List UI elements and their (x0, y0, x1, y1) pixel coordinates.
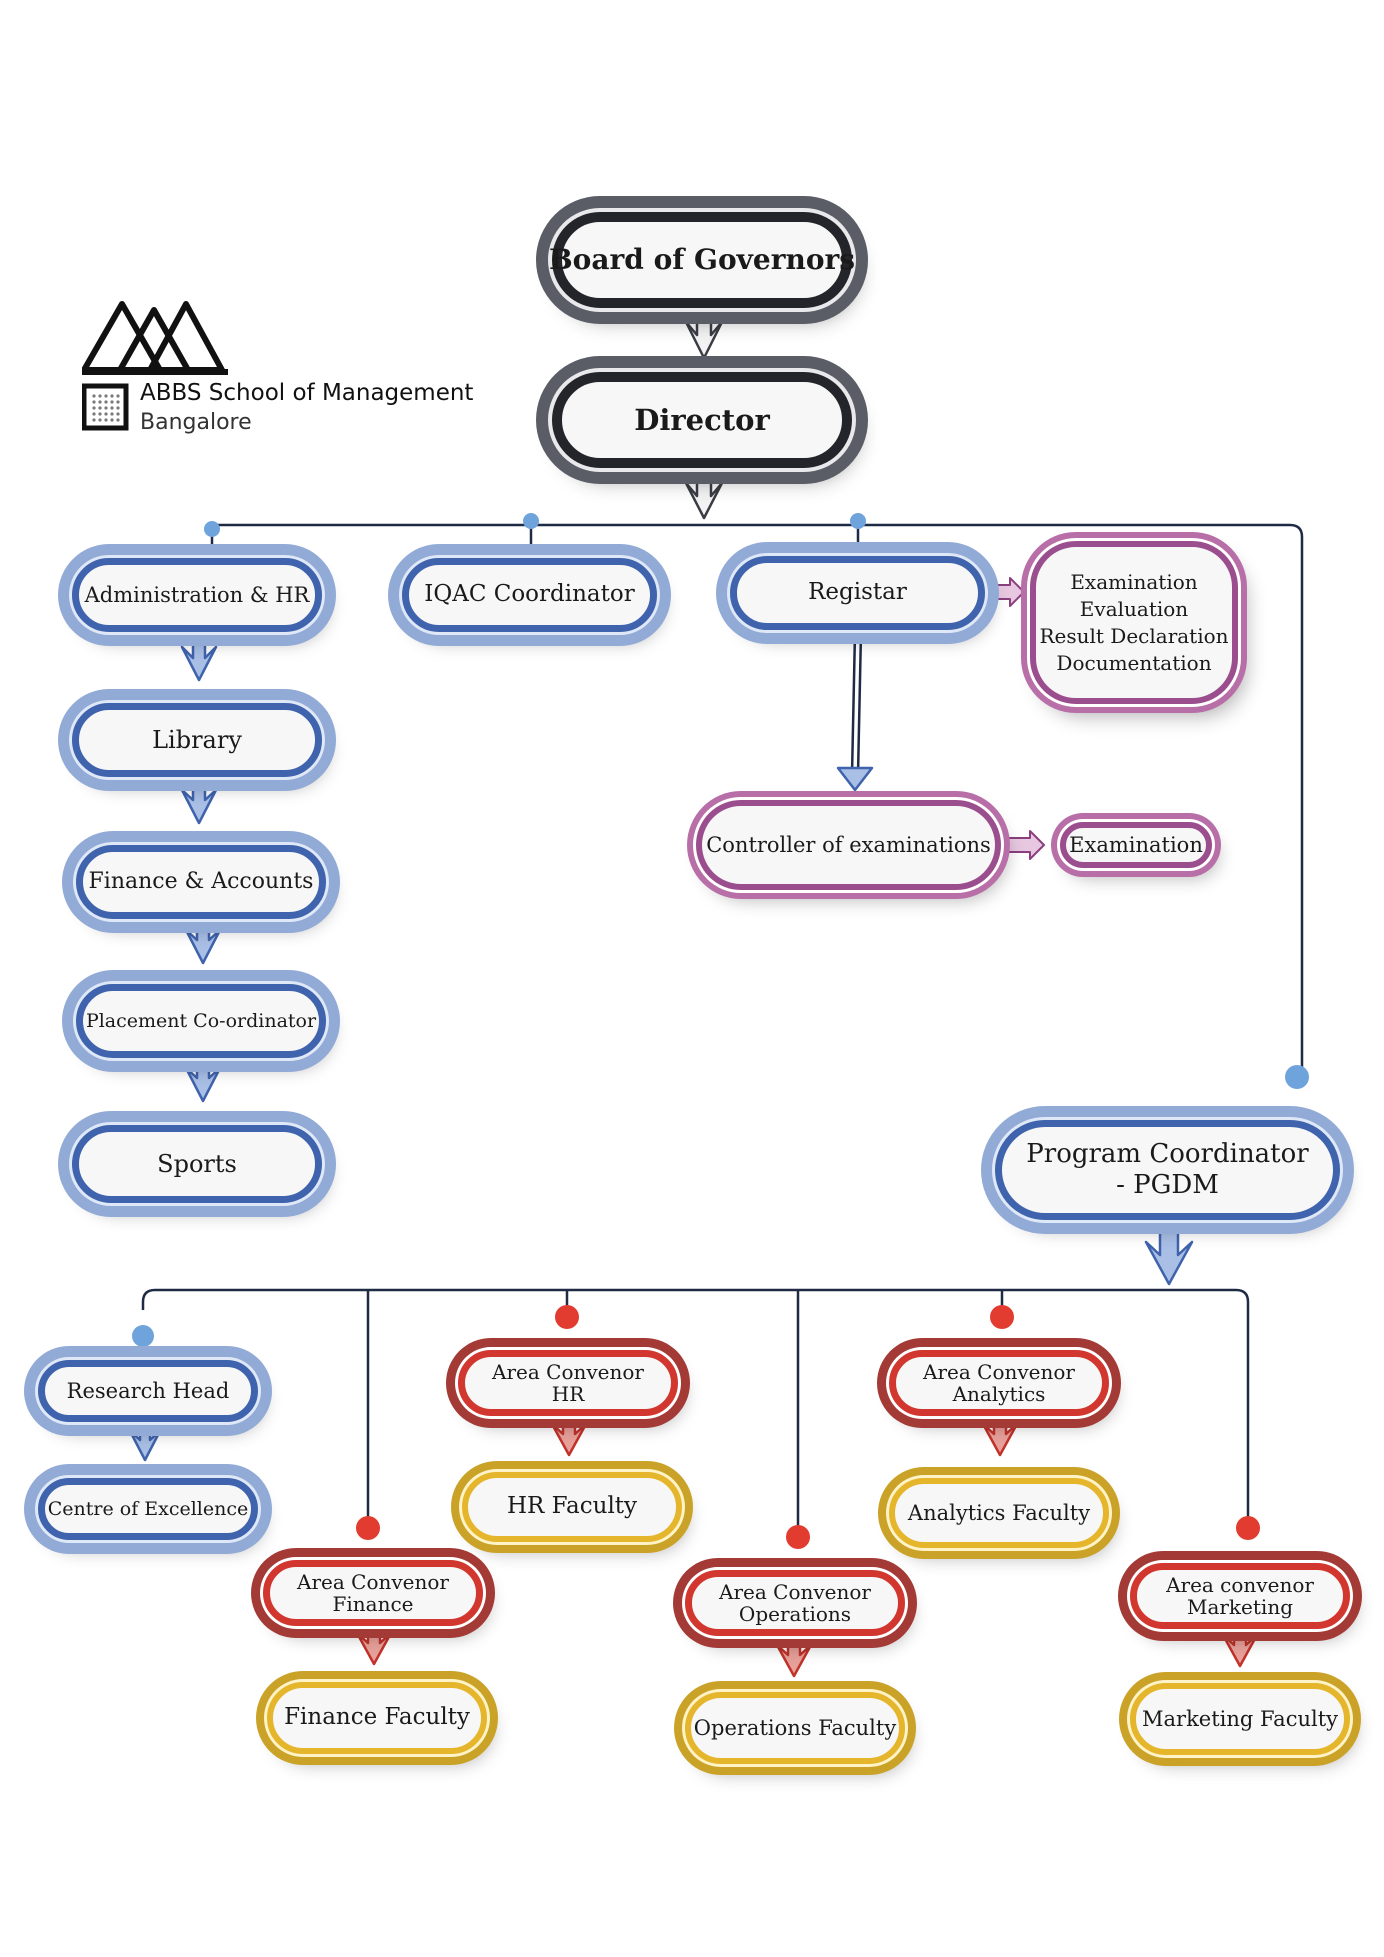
arrow-down-icon (355, 1620, 393, 1666)
node-hr-faculty: HR Faculty (462, 1472, 682, 1542)
node-label: Finance Faculty (284, 1704, 470, 1731)
connector-dots (132, 513, 1309, 1549)
node-board-of-governors: Board of Governors (549, 212, 856, 308)
node-program-coordinator-pgdm: Program Coordinator - PGDM (995, 1120, 1340, 1220)
node-examination: Examination (1060, 822, 1212, 868)
node-label: Placement Co-ordinator (85, 1009, 317, 1032)
node-operations-faculty: Operations Faculty (685, 1692, 905, 1764)
arrow-down-icon (128, 1418, 162, 1462)
arrow-down-icon (184, 1052, 222, 1103)
arrow-down-icon (1144, 1220, 1194, 1286)
arrow-down-icon (180, 773, 218, 825)
arrow-down-icon (836, 766, 874, 792)
node-label: HR (551, 1382, 585, 1406)
node-label: Board of Governors (549, 243, 856, 277)
node-registrar: Registar (730, 556, 985, 630)
node-label: Finance (332, 1592, 414, 1616)
node-administration-hr: Administration & HR (72, 558, 322, 632)
node-label: Marketing (1186, 1595, 1294, 1619)
node-area-convenor-hr: Area Convenor HR (458, 1350, 678, 1416)
node-area-convenor-marketing: Area convenor Marketing (1130, 1563, 1350, 1629)
node-sports: Sports (72, 1125, 322, 1203)
node-controller-of-examinations: Controller of examinations (696, 800, 1001, 890)
node-label: Program Coordinator (1026, 1139, 1309, 1170)
node-label: Controller of examinations (706, 832, 991, 857)
node-label: Finance & Accounts (88, 869, 314, 895)
right-arrows (984, 577, 1045, 860)
node-centre-of-excellence: Centre of Excellence (38, 1478, 258, 1540)
node-label: - PGDM (1116, 1170, 1219, 1200)
node-label: Area Convenor (923, 1360, 1075, 1384)
abbs-logo-icon (82, 301, 228, 431)
exam-item: Documentation (1056, 650, 1212, 675)
node-label: Area convenor (1166, 1573, 1314, 1597)
node-label: Examination (1069, 832, 1203, 857)
node-label: IQAC Coordinator (424, 581, 635, 608)
node-label: Operations (738, 1602, 852, 1626)
node-label: Analytics (952, 1382, 1046, 1406)
logo-city: Bangalore (140, 410, 252, 435)
exam-item: Evaluation (1079, 596, 1189, 621)
node-label: Area Convenor (719, 1580, 871, 1604)
node-finance-accounts: Finance & Accounts (76, 845, 326, 919)
node-research-head: Research Head (38, 1360, 258, 1422)
node-label: Area Convenor (297, 1570, 449, 1594)
arrow-down-icon (775, 1633, 813, 1678)
node-label: Analytics Faculty (907, 1500, 1091, 1525)
node-examination-functions: Examination Evaluation Result Declaratio… (1030, 541, 1238, 704)
node-label: Sports (157, 1149, 237, 1178)
node-iqac-coordinator: IQAC Coordinator (402, 558, 657, 632)
node-marketing-faculty: Marketing Faculty (1130, 1683, 1350, 1755)
node-area-convenor-analytics: Area Convenor Analytics (889, 1350, 1109, 1416)
node-label: Operations Faculty (693, 1715, 897, 1740)
logo-name: ABBS School of Management (140, 380, 474, 406)
node-director: Director (552, 372, 852, 468)
arrow-right-icon (1004, 830, 1045, 860)
arrow-down-icon (184, 913, 222, 965)
exam-item: Examination (1070, 569, 1198, 594)
node-library: Library (72, 703, 322, 777)
node-analytics-faculty: Analytics Faculty (889, 1478, 1109, 1548)
node-finance-faculty: Finance Faculty (267, 1682, 487, 1754)
node-label: Director (634, 402, 770, 437)
node-label: Administration & HR (84, 582, 310, 607)
arrow-down-icon (1221, 1623, 1259, 1668)
arrow-down-icon (180, 630, 218, 682)
node-label: Marketing Faculty (1142, 1706, 1338, 1731)
node-label: HR Faculty (506, 1493, 638, 1520)
node-placement-coordinator: Placement Co-ordinator (76, 984, 326, 1058)
exam-item: Result Declaration (1039, 623, 1229, 648)
node-label: Area Convenor (492, 1360, 644, 1384)
connector-lines (141, 523, 1304, 1532)
arrow-down-icon (981, 1410, 1019, 1457)
node-label: Registar (808, 579, 907, 606)
node-area-convenor-finance: Area Convenor Finance (263, 1560, 483, 1626)
arrow-down-icon (550, 1410, 588, 1457)
node-area-convenor-operations: Area Convenor Operations (685, 1570, 905, 1636)
node-label: Research Head (66, 1378, 230, 1403)
arrow-right-icon (984, 577, 1025, 607)
node-label: Library (152, 725, 242, 754)
node-label: Centre of Excellence (47, 1497, 249, 1520)
